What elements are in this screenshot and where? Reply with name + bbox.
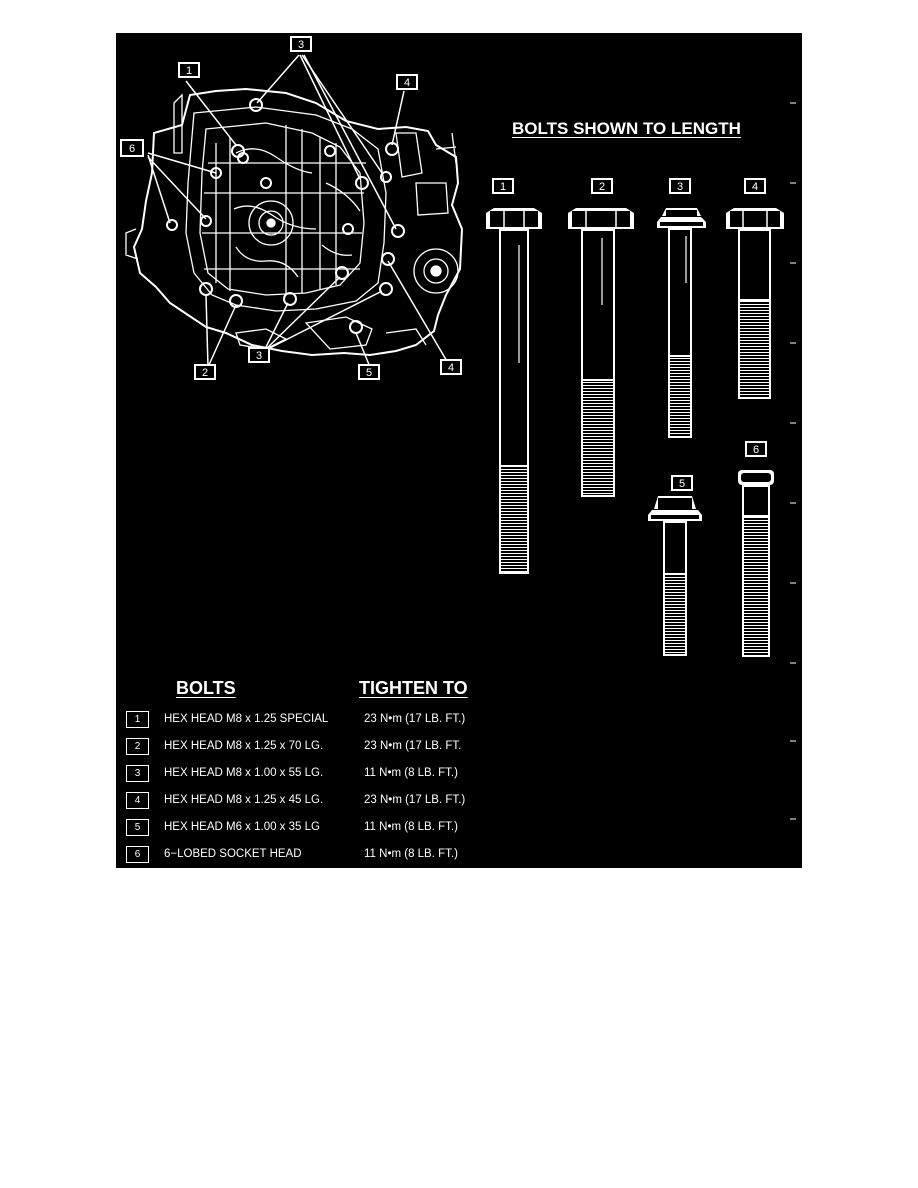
torque-value: 23 N•m (17 LB. FT.)	[364, 794, 466, 806]
bolt-1-drawing	[486, 178, 542, 574]
callout-label: 1	[186, 65, 192, 77]
callout-label: 4	[448, 362, 454, 374]
bolt-description: HEX HEAD M8 x 1.25 x 45 LG.	[164, 794, 324, 806]
bolt-label: 3	[677, 181, 683, 193]
callout-label: 6	[129, 143, 135, 155]
bolt-description: HEX HEAD M8 x 1.25 x 70 LG.	[164, 740, 324, 752]
callout-label: 3	[298, 39, 304, 51]
bolt-row-6: 6 6−LOBED SOCKET HEAD 11 N•m (8 LB. FT.)	[126, 846, 546, 864]
callout-5	[358, 364, 380, 380]
bolt-row-4: 4 HEX HEAD M8 x 1.25 x 45 LG. 23 N•m (17…	[126, 792, 546, 810]
bolt-3-drawing	[657, 178, 706, 438]
bolt-label: 4	[752, 181, 758, 193]
bolt-description: HEX HEAD M8 x 1.25 SPECIAL	[164, 713, 329, 725]
callout-4-bottom	[440, 359, 462, 375]
row-number: 5	[126, 819, 149, 836]
bolt-row-3: 3 HEX HEAD M8 x 1.00 x 55 LG. 11 N•m (8 …	[126, 765, 546, 783]
row-number: 2	[126, 738, 149, 755]
bolt-5-drawing	[648, 475, 702, 656]
valve-body-illustration	[125, 54, 464, 368]
callout-1	[178, 62, 200, 78]
bolt-row-1: 1 HEX HEAD M8 x 1.25 SPECIAL 23 N•m (17 …	[126, 711, 546, 729]
bolt-row-2: 2 HEX HEAD M8 x 1.25 x 70 LG. 23 N•m (17…	[126, 738, 546, 756]
bolt-description: 6−LOBED SOCKET HEAD	[164, 848, 302, 860]
row-number: 3	[126, 765, 149, 782]
edge-ticks	[790, 102, 796, 820]
bolt-description: HEX HEAD M6 x 1.00 x 35 LG	[164, 821, 320, 833]
row-number: 4	[126, 792, 149, 809]
bolt-4-drawing	[726, 178, 784, 399]
callout-6	[120, 139, 144, 157]
callout-label: 3	[256, 350, 262, 362]
bolt-diagram-figure: 1 3 4 6 2 3 5 4	[116, 33, 802, 868]
torque-value: 23 N•m (17 LB. FT.	[364, 740, 462, 752]
bolts-shown-to-length-heading: BOLTS SHOWN TO LENGTH	[512, 119, 741, 138]
row-number: 6	[126, 846, 149, 863]
callout-label: 4	[404, 77, 410, 89]
callout-2	[194, 364, 216, 380]
callout-3-top	[290, 36, 312, 52]
callout-4-top	[396, 74, 418, 90]
bolt-label: 1	[500, 181, 506, 193]
bolt-label: 2	[599, 181, 605, 193]
torque-value: 23 N•m (17 LB. FT.)	[364, 713, 466, 725]
bolt-label: 5	[679, 478, 685, 490]
callout-boxes	[120, 36, 462, 380]
bolts-column-header: BOLTS	[176, 678, 236, 698]
bolt-6-drawing	[738, 441, 774, 657]
torque-value: 11 N•m (8 LB. FT.)	[364, 767, 458, 779]
row-number: 1	[126, 711, 149, 728]
callout-label: 5	[366, 367, 372, 379]
torque-value: 11 N•m (8 LB. FT.)	[364, 848, 458, 860]
tighten-to-column-header: TIGHTEN TO	[359, 678, 468, 698]
callout-label: 2	[202, 367, 208, 379]
bolt-label: 6	[753, 444, 759, 456]
torque-value: 11 N•m (8 LB. FT.)	[364, 821, 458, 833]
callout-3-bottom	[248, 347, 270, 363]
bolt-row-5: 5 HEX HEAD M6 x 1.00 x 35 LG 11 N•m (8 L…	[126, 819, 546, 837]
bolt-2-drawing	[568, 178, 634, 497]
diagram-drawing: 1 3 4 6 2 3 5 4	[120, 36, 796, 820]
bolt-description: HEX HEAD M8 x 1.00 x 55 LG.	[164, 767, 324, 779]
